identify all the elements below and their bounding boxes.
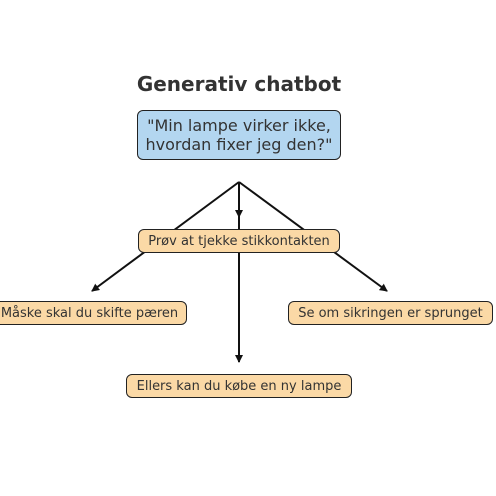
answer-node-check-socket: Prøv at tjekke stikkontakten — [138, 229, 340, 253]
diagram-title: Generativ chatbot — [136, 72, 342, 96]
answer-node-check-fuse: Se om sikringen er sprunget — [288, 301, 493, 325]
question-line-2: hvordan fixer jeg den?" — [145, 135, 333, 154]
question-node: "Min lampe virker ikke, hvordan fixer je… — [137, 110, 341, 160]
answer-node-change-bulb: Måske skal du skifte pæren — [0, 301, 187, 325]
answer-node-buy-new-lamp: Ellers kan du købe en ny lampe — [126, 374, 352, 398]
question-line-1: "Min lampe virker ikke, — [147, 116, 331, 135]
